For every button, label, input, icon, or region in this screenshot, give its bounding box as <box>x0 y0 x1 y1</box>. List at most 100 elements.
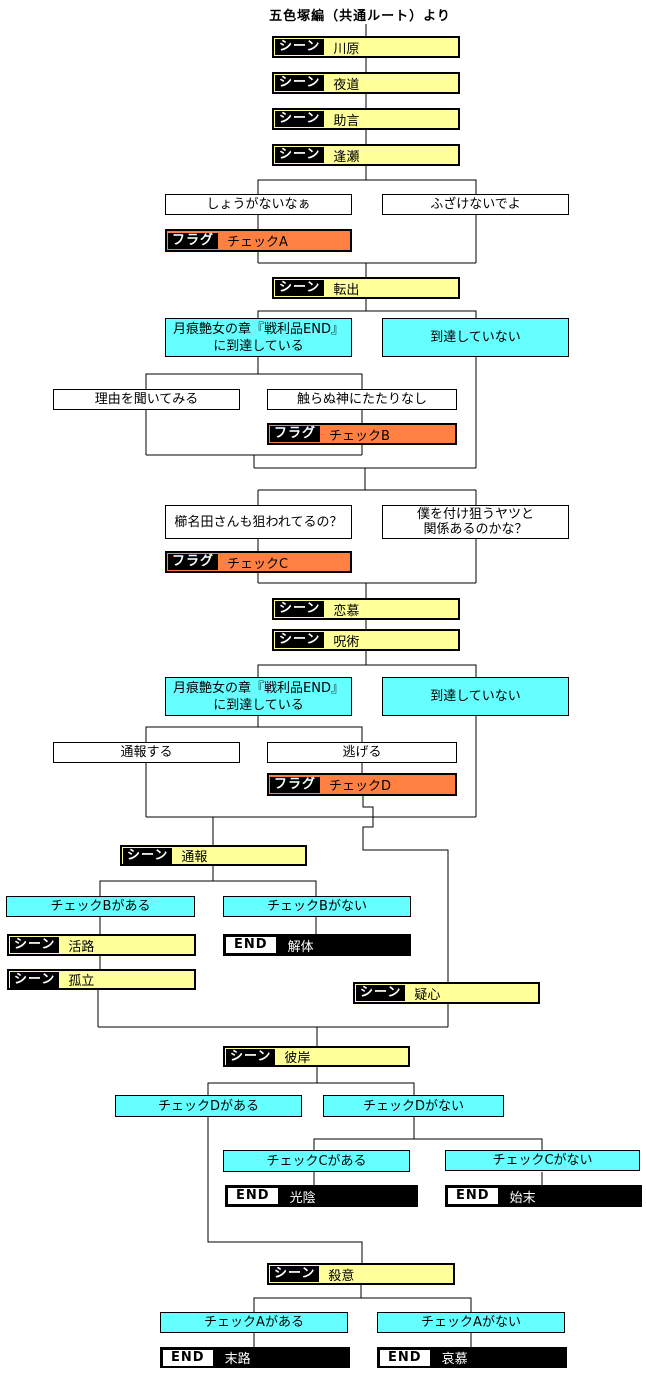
node-text: 通報 <box>181 850 208 865</box>
end-shimatsu: END 始末 <box>445 1185 642 1207</box>
cond-check-a-aru: チェックAがある <box>160 1312 348 1333</box>
cond-check-d-nai: チェックDがない <box>323 1095 504 1117</box>
flag-check-c: フラグチェックC <box>165 551 352 573</box>
scene-satsui: シーン殺意 <box>267 1263 455 1285</box>
scene-label-tag: シーン <box>226 1048 276 1065</box>
node-text: 恋慕 <box>333 603 360 619</box>
chart-title: 五色塚編（共通ルート）より <box>269 9 451 24</box>
node-text: 月痕艶女の章『戦利品END』 <box>173 680 344 696</box>
node-text: 呪術 <box>333 634 360 650</box>
scene-label-tag: シーン <box>275 75 325 91</box>
end-label-tag: END <box>448 1188 498 1204</box>
node-text: 解体 <box>287 939 314 955</box>
node-text: 通報する <box>120 745 173 760</box>
scene-katsuro: シーン活路 <box>7 934 196 956</box>
end-label-tag: END <box>163 1349 213 1366</box>
node-text: チェックDがない <box>362 1098 464 1114</box>
node-text: チェックCがある <box>266 1153 367 1169</box>
cond-notreached-2: 到達していない <box>382 677 569 716</box>
flag-label-tag: フラグ <box>168 554 219 570</box>
flag-label-tag: フラグ <box>168 232 219 249</box>
node-text: チェックA <box>227 235 288 250</box>
scene-koritsu: シーン孤立 <box>7 969 196 990</box>
flag-check-b: フラグチェックB <box>267 423 457 445</box>
cond-check-d-aru: チェックDがある <box>115 1095 302 1117</box>
cond-check-b-nai: チェックBがない <box>223 896 411 917</box>
end-label-tag: END <box>226 937 276 953</box>
scene-label-tag: シーン <box>356 985 406 1001</box>
scene-label-tag: シーン <box>270 1266 320 1282</box>
node-text: に到達している <box>213 697 304 713</box>
scene-label-tag: シーン <box>10 937 60 953</box>
choice-shouganai: しょうがないなぁ <box>165 194 352 215</box>
node-text: 始末 <box>509 1190 536 1206</box>
node-text: 僕を付け狙うヤツと <box>416 507 534 522</box>
node-text: ふざけないでよ <box>430 197 521 212</box>
cond-check-a-nai: チェックAがない <box>377 1312 565 1333</box>
node-text: チェックB <box>329 428 390 444</box>
scene-label-tag: シーン <box>275 632 325 648</box>
node-text: 助言 <box>333 113 360 129</box>
node-text: チェックAがない <box>421 1315 521 1330</box>
node-text: しょうがないなぁ <box>206 197 311 212</box>
scene-tsuuhou: シーン通報 <box>120 845 307 866</box>
cond-reached-2: 月痕艶女の章『戦利品END』に到達している <box>165 677 352 716</box>
node-text: 川原 <box>333 41 360 57</box>
node-text: 逢瀬 <box>333 149 360 165</box>
cond-notreached-1: 到達していない <box>382 318 569 357</box>
scene-label-tag: シーン <box>275 601 325 617</box>
node-text: 夜道 <box>333 77 360 93</box>
node-text: に到達している <box>213 338 304 354</box>
scene-jogen: シーン助言 <box>272 108 460 130</box>
node-text: 関係あるのかな？ <box>423 522 528 537</box>
node-text: 彼岸 <box>284 1051 311 1066</box>
node-text: 光陰 <box>289 1190 316 1206</box>
choice-boku: 僕を付け狙うヤツと関係あるのかな？ <box>382 505 569 539</box>
node-text: チェックDがある <box>157 1098 259 1114</box>
choice-sawaranu: 触らぬ神にたたりなし <box>267 389 457 410</box>
scene-label-tag: シーン <box>275 111 325 127</box>
node-text: 櫛名田さんも狙われてるの？ <box>174 514 343 530</box>
flag-check-d: フラグチェックD <box>267 773 457 796</box>
flag-label-tag: フラグ <box>270 426 321 442</box>
scene-kawara: シーン川原 <box>272 36 460 58</box>
cond-check-c-aru: チェックCがある <box>223 1150 410 1172</box>
node-text: 孤立 <box>68 974 95 989</box>
choice-riyuu: 理由を聞いてみる <box>53 389 240 410</box>
choice-tsuuhou-suru: 通報する <box>53 742 240 763</box>
node-text: 理由を聞いてみる <box>94 392 199 407</box>
scene-higan: シーン彼岸 <box>223 1046 410 1067</box>
node-text: 逃げる <box>342 745 382 760</box>
choice-kushinada: 櫛名田さんも狙われてるの？ <box>165 505 352 539</box>
node-text: 到達していない <box>430 330 521 345</box>
node-text: 殺意 <box>328 1268 355 1284</box>
scene-tenshutsu: シーン転出 <box>272 277 460 299</box>
node-text: チェックBがない <box>267 899 367 914</box>
node-text: 触らぬ神にたたりなし <box>296 392 427 407</box>
scene-label-tag: シーン <box>123 847 173 864</box>
cond-reached-1: 月痕艶女の章『戦利品END』に到達している <box>165 318 352 357</box>
node-text: チェックC <box>227 556 289 572</box>
scene-label-tag: シーン <box>275 280 325 296</box>
choice-nigeru: 逃げる <box>267 742 457 763</box>
node-text: チェックAがある <box>204 1315 304 1330</box>
flag-check-a: フラグチェックA <box>165 229 352 252</box>
end-kouin: END 光陰 <box>225 1185 418 1207</box>
end-label-tag: END <box>228 1188 278 1204</box>
node-text: 転出 <box>333 282 360 298</box>
node-text: チェックD <box>329 779 392 794</box>
end-label-tag: END <box>380 1349 430 1366</box>
cond-check-c-nai: チェックCがない <box>445 1150 640 1171</box>
scene-label-tag: シーン <box>275 147 325 163</box>
node-text: 到達していない <box>430 689 521 704</box>
scene-gishin: シーン疑心 <box>353 982 540 1004</box>
flag-label-tag: フラグ <box>270 776 321 793</box>
node-text: チェックBがある <box>50 899 151 914</box>
scene-yomichi: シーン夜道 <box>272 72 460 94</box>
scene-ouse: シーン逢瀬 <box>272 144 460 166</box>
node-text: 疑心 <box>414 987 441 1003</box>
